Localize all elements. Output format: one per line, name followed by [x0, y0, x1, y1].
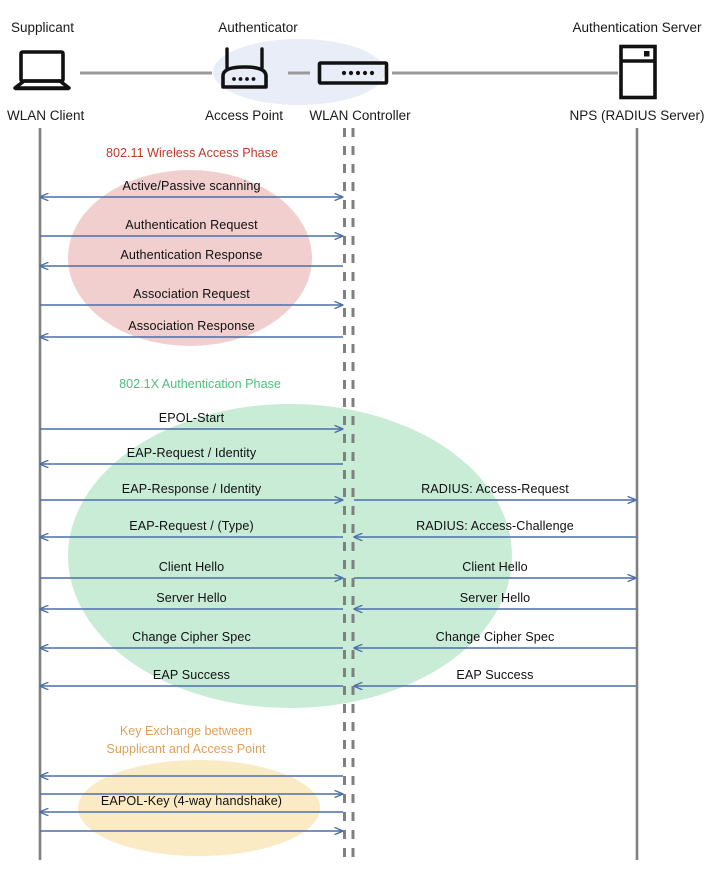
server-rack-icon	[618, 44, 658, 100]
actor-name-wlan-controller: WLAN Controller	[309, 108, 411, 123]
message-label: RADIUS: Access-Challenge	[416, 519, 574, 533]
message-arrows-left	[40, 197, 343, 831]
phase-caption-wireless-access: 802.11 Wireless Access Phase	[106, 146, 278, 160]
message-label: EAP-Request / Identity	[126, 446, 257, 460]
phase-ellipse-key-exchange	[78, 760, 320, 856]
message-label: Server Hello	[156, 591, 227, 605]
actor-name-access-point: Access Point	[204, 108, 284, 123]
message-label: EAP Success	[152, 668, 231, 682]
phase-caption-dot1x-auth: 802.1X Authentication Phase	[119, 377, 281, 391]
message-label: EAP-Request / (Type)	[129, 519, 254, 533]
message-label: RADIUS: Access-Request	[421, 482, 569, 496]
message-label: Client Hello	[462, 560, 528, 574]
phase-ellipse-wireless-access	[68, 170, 312, 346]
message-arrows-right	[354, 500, 636, 686]
message-label: Authentication Request	[125, 218, 258, 232]
message-label: Authentication Response	[120, 248, 263, 262]
message-label: Change Cipher Spec	[435, 630, 555, 644]
actor-name-nps-radius-server: NPS (RADIUS Server)	[569, 108, 705, 123]
message-label: Server Hello	[459, 591, 531, 605]
message-label: Change Cipher Spec	[132, 630, 251, 644]
phase-caption-key-exchange: Key Exchange between Supplicant and Acce…	[107, 722, 266, 759]
wireless-router-icon	[214, 44, 276, 96]
message-label: EAP Success	[456, 668, 534, 682]
message-label: Active/Passive scanning	[122, 179, 261, 193]
phase-ellipse-dot1x-auth	[68, 404, 512, 708]
message-label: Client Hello	[158, 560, 225, 574]
message-label: Association Request	[133, 287, 250, 301]
message-label: Association Response	[128, 319, 255, 333]
actor-role-authenticator: Authenticator	[218, 20, 298, 35]
message-label: EPOL-Start	[158, 411, 225, 425]
message-label: EAPOL-Key (4-way handshake)	[100, 794, 283, 808]
message-label: EAP-Response / Identity	[121, 482, 262, 496]
network-switch-icon	[317, 58, 389, 88]
phase-caption-key-exchange-line1: Key Exchange between	[119, 724, 253, 738]
actor-role-supplicant: Supplicant	[11, 20, 75, 35]
phase-caption-key-exchange-line2: Supplicant and Access Point	[106, 742, 266, 757]
laptop-icon	[11, 48, 73, 96]
actor-name-wlan-client: WLAN Client	[7, 108, 85, 123]
actor-role-authentication-server: Authentication Server	[572, 20, 702, 35]
